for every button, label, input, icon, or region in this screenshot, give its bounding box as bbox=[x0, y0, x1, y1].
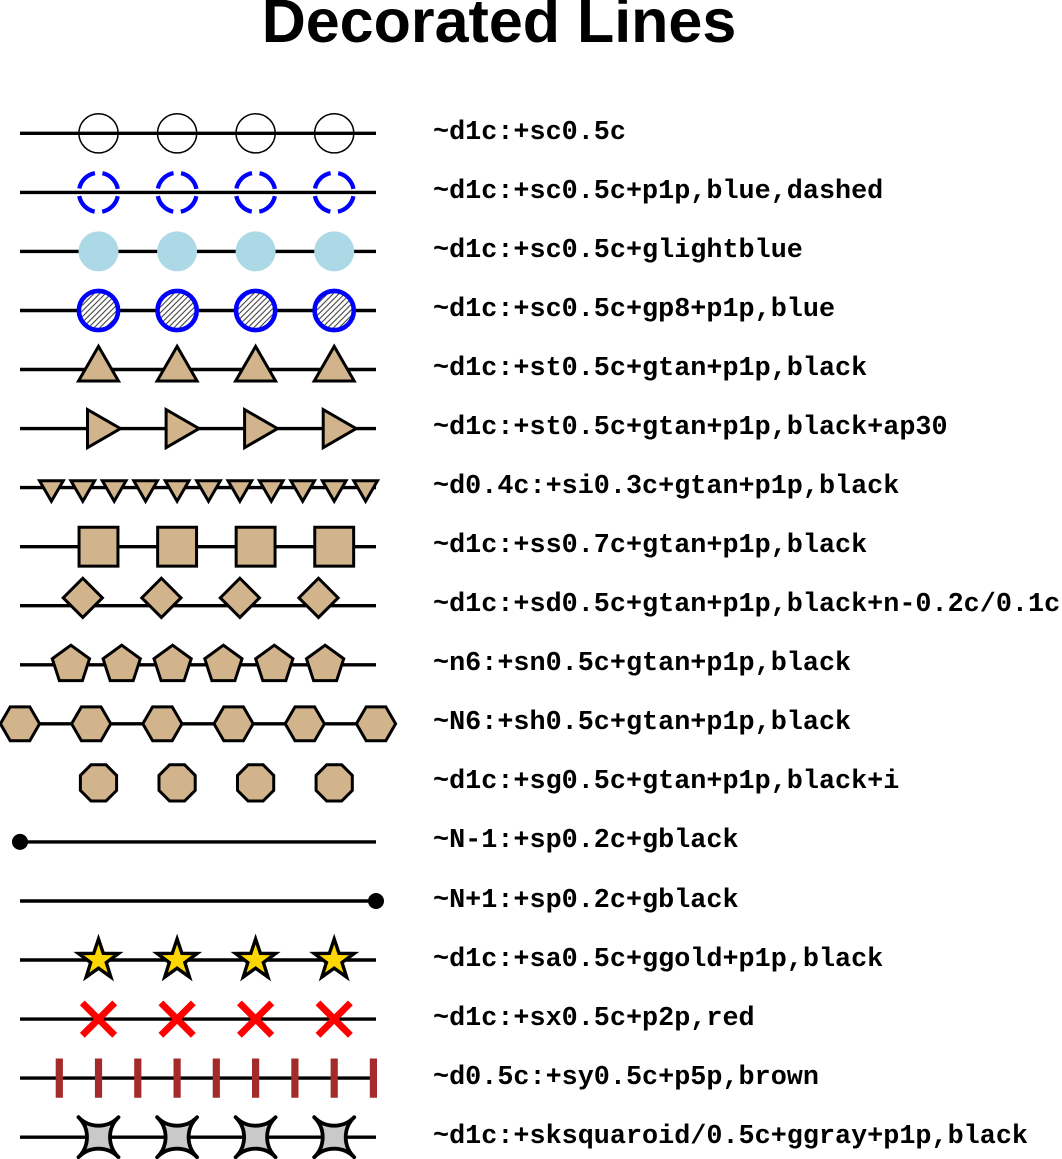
triangle-symbol bbox=[232, 343, 279, 383]
dot-symbol bbox=[12, 833, 28, 850]
circle-symbol bbox=[312, 288, 357, 333]
triangle-right-symbol bbox=[86, 406, 124, 451]
circle-symbol bbox=[156, 112, 198, 154]
hexagon-symbol bbox=[212, 705, 255, 743]
triangle-down-symbol bbox=[225, 479, 255, 505]
circle-symbol bbox=[78, 231, 119, 272]
triangle-symbol bbox=[75, 343, 122, 383]
squaroid-symbol bbox=[155, 1115, 199, 1159]
octagon-symbol bbox=[78, 763, 119, 803]
hexagon-symbol bbox=[0, 705, 42, 743]
pentagon-symbol bbox=[202, 643, 244, 683]
squaroid-symbol bbox=[312, 1115, 357, 1159]
x-symbol bbox=[158, 1000, 196, 1038]
octagon-symbol bbox=[235, 763, 276, 803]
triangle-right-symbol bbox=[164, 406, 203, 451]
triangle-down-symbol bbox=[131, 479, 161, 505]
row-label: ~d0.5c:+sy0.5c+p5p,brown bbox=[433, 1062, 819, 1093]
diamond-symbol bbox=[61, 576, 105, 620]
row-label: ~d1c:+st0.5c+gtan+p1p,black+ap30 bbox=[433, 413, 948, 444]
triangle-down-symbol bbox=[68, 479, 98, 505]
triangle-down-symbol bbox=[351, 479, 381, 505]
x-symbol bbox=[315, 1000, 353, 1038]
row-label: ~d1c:+sc0.5c+glightblue bbox=[433, 235, 803, 266]
star-symbol bbox=[73, 933, 124, 982]
circle-symbol bbox=[314, 231, 355, 272]
x-symbol bbox=[236, 1000, 275, 1038]
row-label: ~N+1:+sp0.2c+gblack bbox=[433, 885, 739, 916]
row-label: ~d1c:+sc0.5c+gp8+p1p,blue bbox=[433, 295, 836, 325]
circle-symbol bbox=[235, 231, 276, 272]
circle-symbol bbox=[76, 288, 121, 333]
row-label: ~d1c:+sc0.5c bbox=[433, 117, 626, 148]
triangle-down-symbol bbox=[36, 479, 66, 505]
circle-symbol bbox=[78, 112, 119, 154]
dot-symbol bbox=[368, 893, 384, 909]
star-symbol bbox=[309, 933, 360, 982]
hexagon-symbol bbox=[69, 705, 113, 743]
row-label: ~d1c:+ss0.7c+gtan+p1p,black bbox=[433, 531, 868, 562]
squaroid-symbol bbox=[76, 1115, 121, 1159]
row-label: ~d1c:+sksquaroid/0.5c+ggray+p1p,black bbox=[433, 1121, 1028, 1152]
row-label: ~d1c:+st0.5c+gtan+p1p,black bbox=[433, 354, 868, 384]
circle-symbol bbox=[233, 288, 278, 333]
hexagon-symbol bbox=[141, 705, 184, 743]
pentagon-symbol bbox=[152, 643, 194, 683]
triangle-down-symbol bbox=[256, 479, 286, 505]
triangle-symbol bbox=[154, 343, 200, 383]
square-symbol bbox=[156, 525, 199, 568]
row-label: ~d1c:+sg0.5c+gtan+p1p,black+i bbox=[433, 767, 900, 798]
pentagon-symbol bbox=[50, 643, 92, 683]
triangle-down-symbol bbox=[319, 479, 349, 505]
triangle-down-symbol bbox=[99, 479, 129, 505]
diamond-symbol bbox=[218, 576, 262, 620]
hexagon-symbol bbox=[283, 705, 327, 743]
row-label: ~N-1:+sp0.2c+gblack bbox=[433, 826, 739, 857]
row-label: ~n6:+sn0.5c+gtan+p1p,black bbox=[433, 649, 852, 680]
diamond-symbol bbox=[139, 576, 184, 620]
triangle-down-symbol bbox=[288, 479, 318, 505]
row-label: ~d1c:+sd0.5c+gtan+p1p,black+n-0.2c/0.1c bbox=[433, 590, 1061, 621]
square-symbol bbox=[313, 525, 356, 568]
triangle-right-symbol bbox=[321, 406, 360, 451]
circle-symbol bbox=[157, 231, 198, 272]
circle-symbol bbox=[313, 112, 355, 154]
squaroid-symbol bbox=[233, 1115, 278, 1159]
triangle-down-symbol bbox=[162, 479, 192, 505]
row-label: ~d1c:+sc0.5c+p1p,blue,dashed bbox=[433, 176, 884, 207]
diamond-symbol bbox=[296, 576, 341, 620]
pentagon-symbol bbox=[101, 643, 143, 683]
triangle-symbol bbox=[311, 343, 357, 383]
triangle-down-symbol bbox=[194, 479, 223, 505]
pentagon-symbol bbox=[304, 643, 346, 683]
row-label: ~d0.4c:+si0.3c+gtan+p1p,black bbox=[433, 472, 900, 503]
circle-symbol bbox=[235, 112, 276, 154]
octagon-symbol bbox=[314, 763, 354, 803]
star-symbol bbox=[230, 933, 281, 982]
octagon-symbol bbox=[157, 763, 197, 803]
square-symbol bbox=[234, 525, 277, 568]
circle-symbol bbox=[155, 288, 200, 333]
page-title: Decorated Lines bbox=[261, 0, 737, 55]
square-symbol bbox=[77, 525, 120, 568]
hexagon-symbol bbox=[354, 705, 398, 743]
row-label: ~N6:+sh0.5c+gtan+p1p,black bbox=[433, 708, 852, 739]
star-symbol bbox=[152, 933, 203, 982]
row-label: ~d1c:+sa0.5c+ggold+p1p,black bbox=[433, 944, 884, 975]
x-symbol bbox=[79, 1000, 118, 1038]
row-label: ~d1c:+sx0.5c+p2p,red bbox=[433, 1003, 755, 1034]
pentagon-symbol bbox=[253, 643, 295, 683]
triangle-right-symbol bbox=[243, 406, 281, 451]
